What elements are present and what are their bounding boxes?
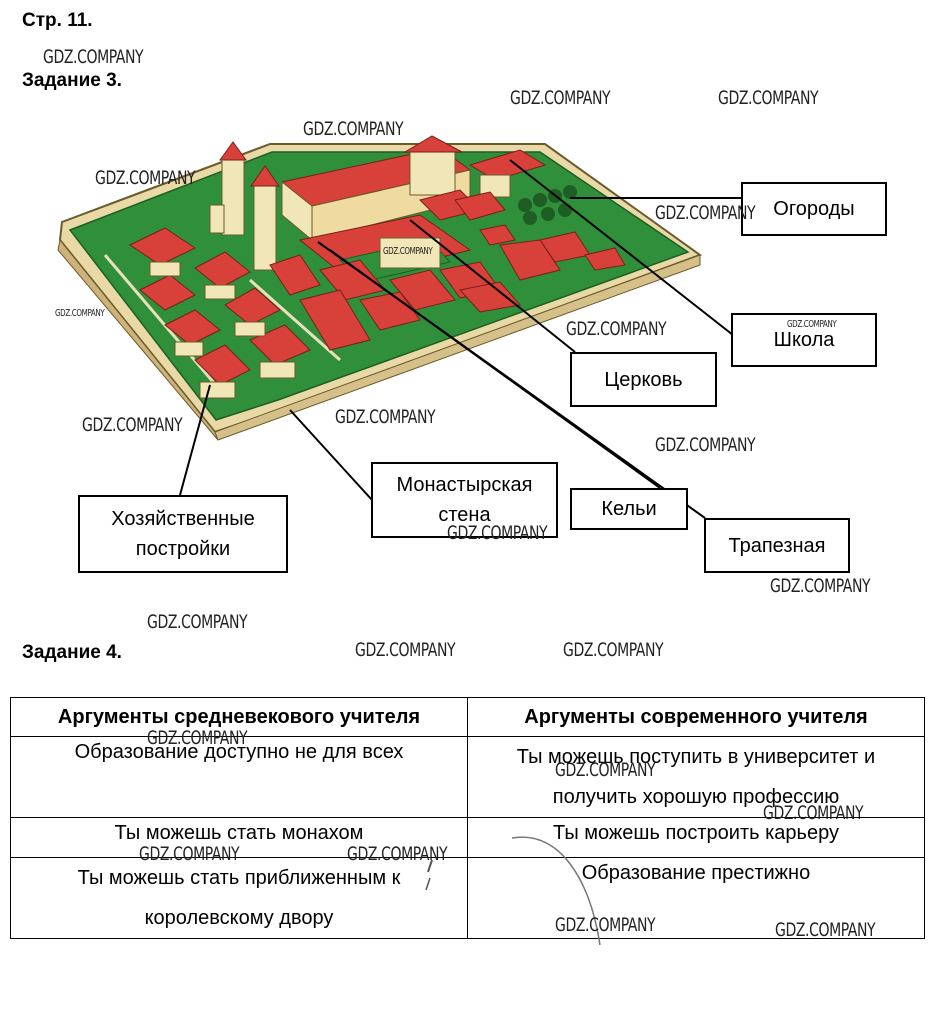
watermark: GDZ.COMPANY — [555, 914, 656, 936]
watermark: GDZ.COMPANY — [510, 87, 611, 109]
watermark: GDZ.COMPANY — [775, 919, 876, 941]
task-4-heading: Задание 4. — [22, 642, 122, 663]
watermark: GDZ.COMPANY — [787, 319, 837, 330]
page-number: Стр. 11. — [22, 10, 93, 31]
watermark: GDZ.COMPANY — [55, 308, 105, 319]
label-school: Школа — [731, 313, 877, 367]
watermark: GDZ.COMPANY — [555, 759, 656, 781]
label-monastery-wall-line2: стена — [438, 504, 491, 526]
watermark: GDZ.COMPANY — [335, 406, 436, 428]
label-church: Церковь — [570, 352, 717, 407]
table-cell: Ты можешь поступить в университет и полу… — [467, 736, 925, 818]
table-cell: Образование доступно не для всех — [10, 736, 468, 818]
label-outbuildings-line2: постройки — [135, 538, 231, 560]
label-refectory: Трапезная — [704, 518, 850, 573]
label-outbuildings-line1: Хозяйственные — [111, 508, 255, 530]
label-monastery-wall: Монастырская стена — [371, 462, 558, 538]
watermark: GDZ.COMPANY — [303, 118, 404, 140]
watermark: GDZ.COMPANY — [383, 246, 433, 257]
watermark: GDZ.COMPANY — [95, 167, 196, 189]
watermark: GDZ.COMPANY — [43, 46, 144, 68]
watermark: GDZ.COMPANY — [139, 843, 240, 865]
watermark: GDZ.COMPANY — [763, 802, 864, 824]
arguments-table: Аргументы средневекового учителя Аргумен… — [10, 697, 925, 939]
table-cell: Ты можешь стать приближенным к королевск… — [10, 857, 468, 939]
watermark: GDZ.COMPANY — [566, 318, 667, 340]
watermark: GDZ.COMPANY — [655, 202, 756, 224]
table-row: Образование доступно не для всех Ты може… — [10, 736, 925, 818]
watermark: GDZ.COMPANY — [82, 414, 183, 436]
label-monastery-wall-line1: Монастырская — [396, 474, 533, 496]
watermark: GDZ.COMPANY — [718, 87, 819, 109]
label-cells: Кельи — [570, 488, 688, 530]
watermark: GDZ.COMPANY — [563, 639, 664, 661]
watermark: GDZ.COMPANY — [355, 639, 456, 661]
watermark: GDZ.COMPANY — [147, 727, 248, 749]
watermark: GDZ.COMPANY — [655, 434, 756, 456]
header-modern-teacher: Аргументы современного учителя — [467, 697, 925, 737]
monastery-illustration — [57, 135, 742, 519]
watermark: GDZ.COMPANY — [347, 843, 448, 865]
watermark: GDZ.COMPANY — [147, 611, 248, 633]
watermark: GDZ.COMPANY — [447, 522, 548, 544]
label-gardens: Огороды — [741, 182, 887, 236]
task-3-heading: Задание 3. — [22, 70, 122, 91]
label-outbuildings: Хозяйственные постройки — [78, 495, 288, 573]
watermark: GDZ.COMPANY — [770, 575, 871, 597]
